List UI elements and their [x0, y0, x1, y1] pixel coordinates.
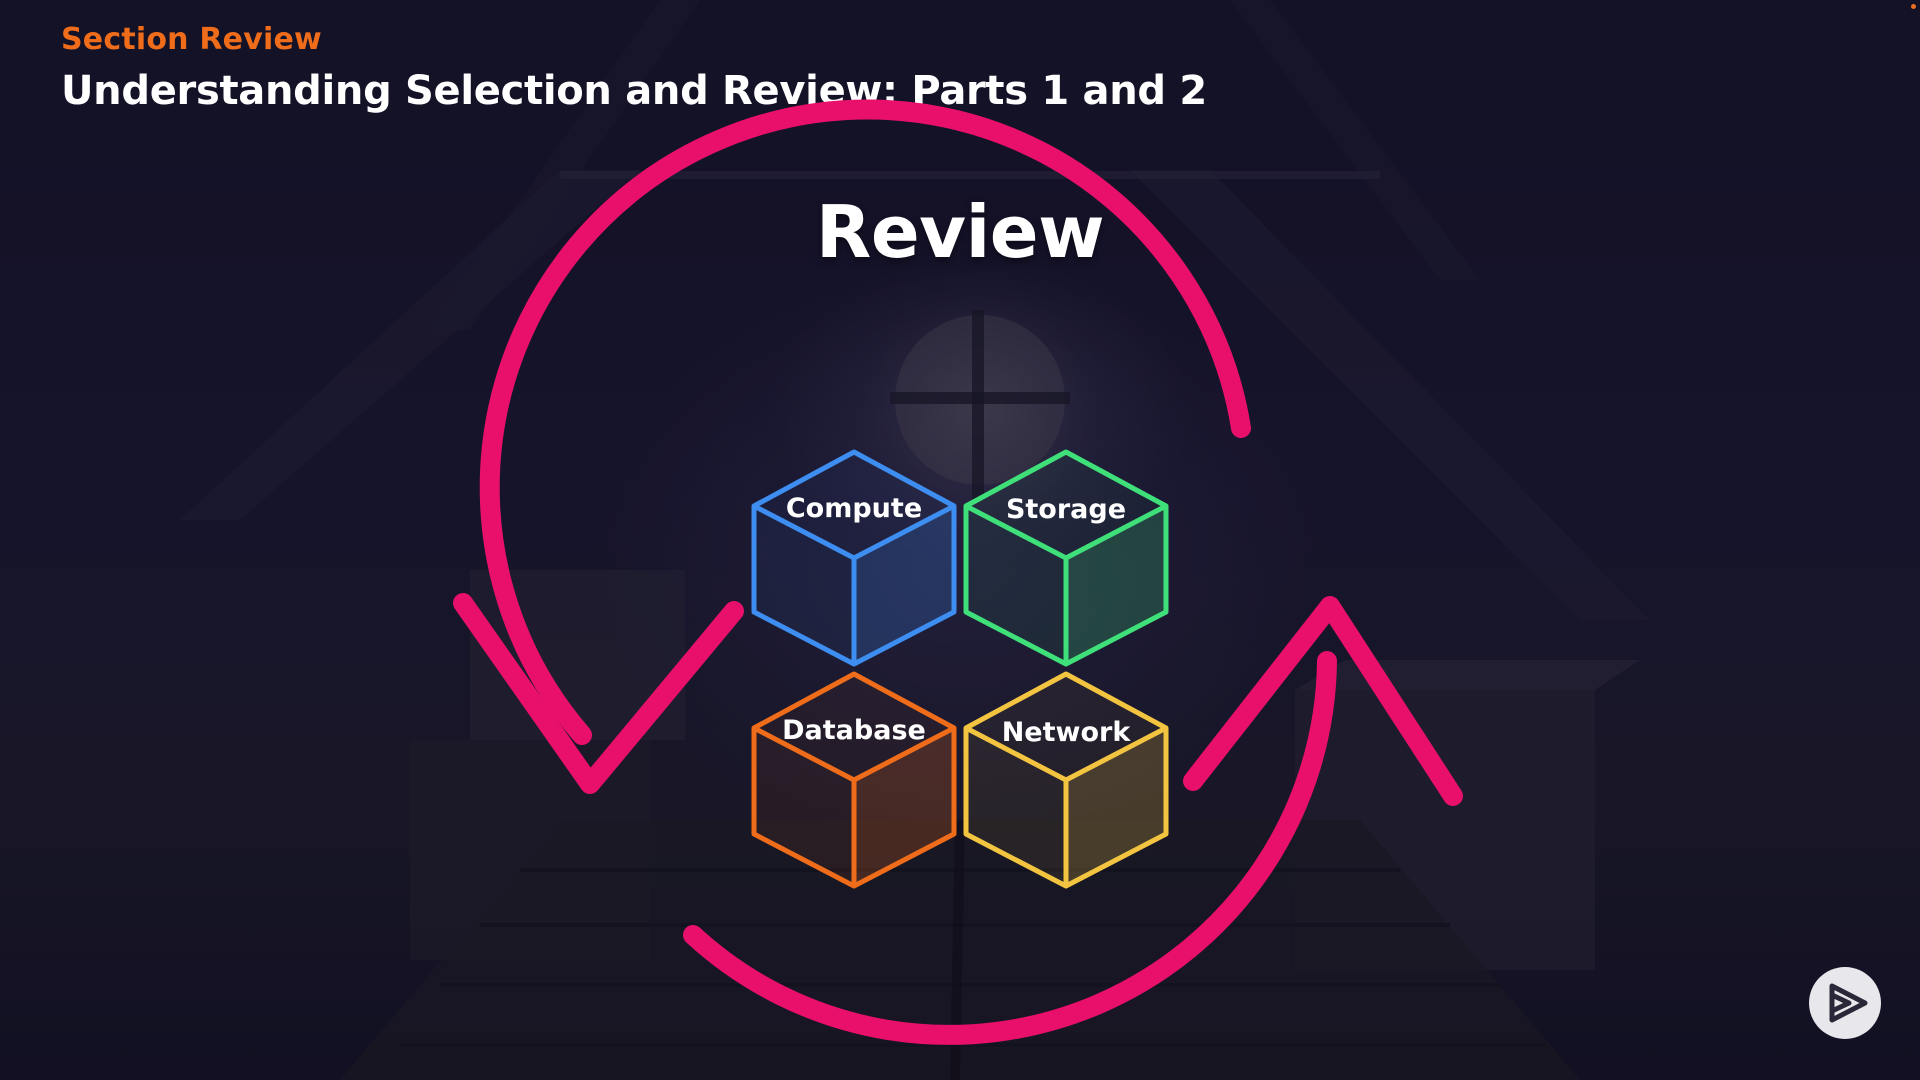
section-label: Section Review: [61, 22, 322, 57]
cube-database: Database: [751, 671, 957, 889]
cube-icon: [963, 449, 1169, 667]
play-logo-icon: [1829, 983, 1868, 1023]
cube-label: Compute: [786, 493, 922, 524]
cube-icon: [963, 671, 1169, 889]
cube-label: Database: [782, 715, 926, 746]
slide-title: Understanding Selection and Review: Part…: [61, 68, 1207, 114]
cube-network: Network: [963, 671, 1169, 889]
cube-icon: [751, 449, 957, 667]
cube-compute: Compute: [751, 449, 957, 667]
recording-indicator: [1911, 4, 1916, 9]
cube-label: Network: [1002, 717, 1132, 748]
review-heading: Review: [815, 190, 1105, 274]
cube-label: Storage: [1006, 494, 1126, 525]
cube-icon: [751, 671, 957, 889]
play-button[interactable]: [1809, 967, 1881, 1039]
cube-storage: Storage: [963, 449, 1169, 667]
